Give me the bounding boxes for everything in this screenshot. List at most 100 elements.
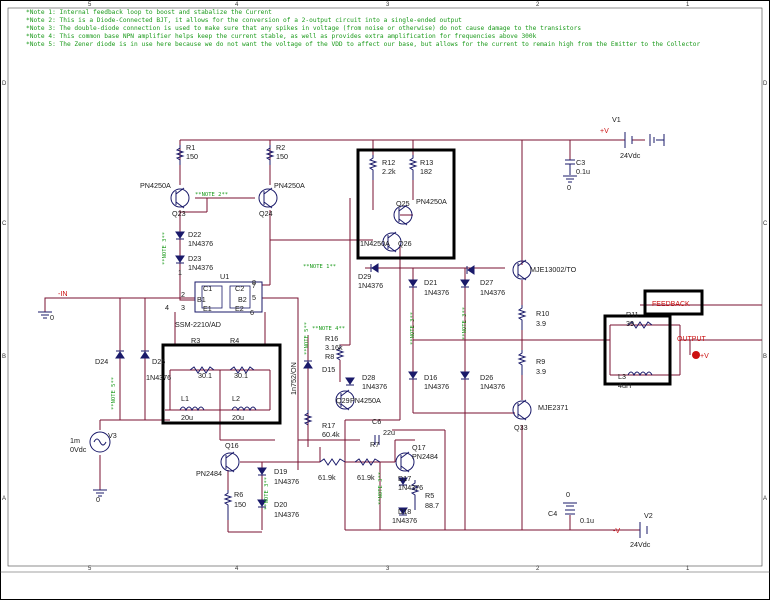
v2-val: 24Vdc (630, 540, 651, 549)
q17-ref: Q17 (412, 443, 426, 452)
r6-val: 150 (234, 500, 246, 509)
d19-ref: D19 (274, 467, 287, 476)
c3-val: 0.1u (576, 167, 590, 176)
border-side-c-right: C (763, 221, 768, 227)
v3-symbol (89, 431, 111, 453)
d24-symbol (115, 350, 125, 359)
l3-val: 4uH (618, 381, 631, 390)
r16-ref: R16 (325, 334, 338, 343)
border-side-d-right: D (763, 81, 768, 87)
d27-symbol (460, 279, 470, 288)
d20-ref: D20 (274, 500, 287, 509)
grounds (38, 134, 665, 507)
d26-symbol (460, 371, 470, 380)
d28-ref: D28 (362, 373, 375, 382)
q16-ref: Q16 (225, 441, 239, 450)
u1-pin8: 8 (252, 278, 256, 287)
d15-symbol (303, 360, 313, 369)
r11-val: 39 (626, 319, 634, 328)
q26-ref: Q26 (398, 239, 412, 248)
r3-ref: R3 (191, 336, 200, 345)
r11-symbol (627, 321, 653, 329)
q29-ref: Q29 (336, 396, 350, 405)
r12-symbol (368, 155, 378, 180)
q24-symbol (258, 187, 278, 209)
q22-symbol (512, 259, 532, 281)
r9-symbol (517, 350, 527, 375)
note5-tag: **NOTE 5** (111, 377, 117, 410)
u1-pin3: 3 (181, 303, 185, 312)
border-bottom-4: 4 (235, 566, 239, 572)
v3-ref: V3 (108, 431, 117, 440)
q29-part: PN4250A (350, 396, 381, 405)
l1-val: 20u (181, 413, 193, 422)
d29-ref: D29 (358, 272, 371, 281)
q24-part: PN4250A (274, 181, 305, 190)
d17-symbol (398, 477, 408, 486)
border-bottom-2: 2 (536, 566, 540, 572)
q22-part: MJE13002/TO (530, 265, 577, 274)
r9-ref: R9 (536, 357, 545, 366)
gnd-v3-symbol (93, 489, 107, 497)
note5-tag-b: **NOTE 5** (304, 322, 310, 355)
d15-ref: D15 (322, 365, 335, 374)
q33-part: MJE2371 (538, 403, 568, 412)
r12-val: 2.2k (382, 167, 396, 176)
note1-tag: **NOTE 1** (303, 264, 336, 270)
c6-symbol (374, 435, 380, 445)
note2-tag: **NOTE 2** (195, 192, 228, 198)
gnd-v1-symbol (656, 134, 665, 146)
d25-part: 1N4376 (146, 373, 171, 382)
v1-ref: V1 (612, 115, 621, 124)
d24-ref: D24 (95, 357, 108, 366)
inductors (179, 371, 653, 412)
highlight-box-output-filter (603, 314, 672, 386)
r4-ref: R4 (230, 336, 239, 345)
d16-ref: D16 (424, 373, 437, 382)
r1-symbol (175, 145, 185, 165)
border-top-4: 4 (235, 2, 239, 8)
r10-symbol (517, 305, 527, 330)
border-bottom-3: 3 (386, 566, 390, 572)
border-bottom-1: 1 (686, 566, 690, 572)
u1-pin6: 6 (250, 308, 254, 317)
d19-part: 1N4376 (274, 477, 299, 486)
r10-ref: R10 (536, 309, 549, 318)
capacitors (374, 159, 575, 515)
d18-part: 1N4376 (392, 516, 417, 525)
r7b-symbol (354, 458, 381, 466)
output-net: OUTPUT (677, 336, 707, 343)
v1-val: 24Vdc (620, 151, 641, 160)
in-net: -IN (58, 289, 68, 298)
d22-ref: D22 (188, 230, 201, 239)
r6-symbol (223, 490, 233, 520)
d29-symbol (370, 263, 379, 273)
q23-ref: Q23 (172, 209, 186, 218)
feedback-net: FEEDBACK (652, 301, 690, 308)
d28-part: 1N4376 (362, 382, 387, 391)
border-top-5: 5 (88, 2, 92, 8)
q17-symbol (395, 451, 415, 473)
note3-tag-d: **NOTE 3** (264, 477, 270, 510)
border-bottom-5: 5 (88, 566, 92, 572)
d20-symbol (257, 499, 267, 508)
border-side-b-right: B (763, 354, 767, 360)
d20-part: 1N4376 (274, 510, 299, 519)
sheet-border (7, 7, 763, 567)
r1-ref: R1 (186, 143, 195, 152)
r13-ref: R13 (420, 158, 433, 167)
vplus-net: +V (600, 128, 609, 135)
d18-ref: D18 (398, 507, 411, 516)
labels: R1 150 R2 150 R12 2.2k R13 182 PN4250A Q… (50, 115, 709, 549)
diodes (115, 231, 475, 516)
d19-symbol (257, 467, 267, 476)
q16-part: PN2484 (196, 469, 222, 478)
note3-tag-e: **NOTE 3** (378, 472, 384, 505)
sources (89, 132, 655, 538)
d16-part: 1N4376 (424, 382, 449, 391)
r2-val: 150 (276, 152, 288, 161)
u1-c2: C2 (235, 284, 244, 293)
d15-part: 1n752/ON (289, 362, 298, 395)
border-side-d: D (2, 81, 7, 87)
gnd-c4-label: 0 (566, 490, 570, 499)
